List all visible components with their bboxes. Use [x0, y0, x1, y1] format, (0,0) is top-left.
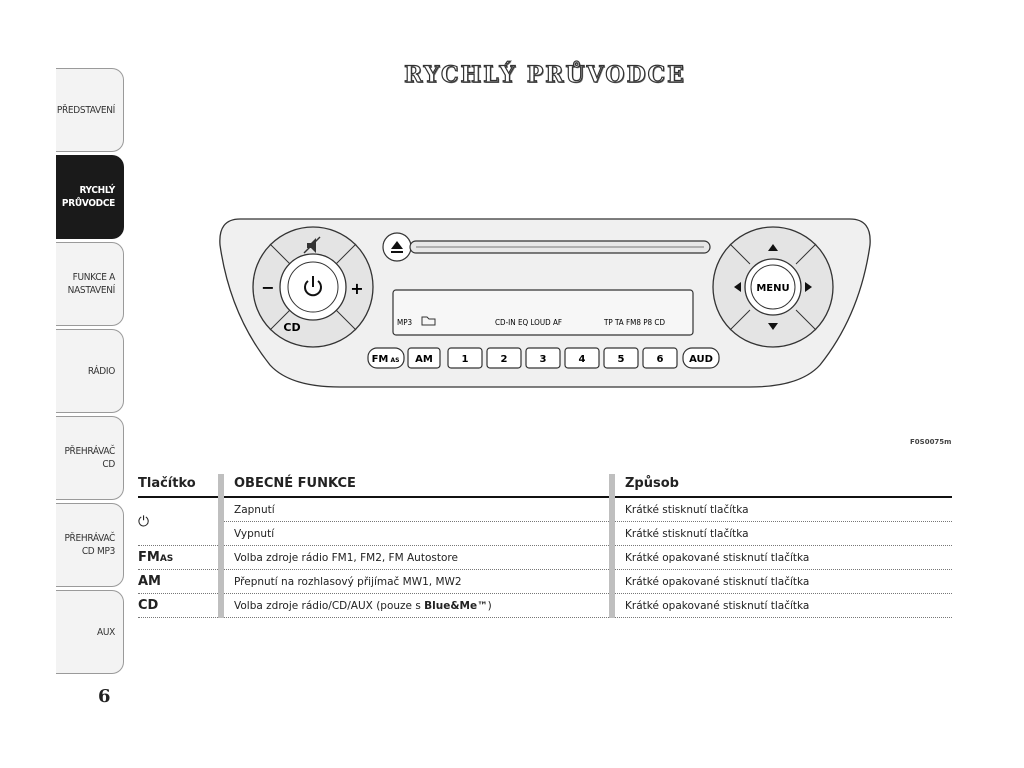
button-preset-3: 3 [540, 354, 547, 365]
tab-funkce-a-nastaveni[interactable]: FUNKCE A NASTAVENÍ [56, 242, 124, 326]
table-row: FMAS Volba zdroje rádio FM1, FM2, FM Aut… [138, 545, 952, 570]
function-cell: Přepnutí na rozhlasový přijímač MW1, MW2 [218, 569, 612, 594]
left-control-cluster: − + CD [252, 226, 374, 348]
arrow-down-icon [768, 323, 778, 330]
tab-rychly-pruvodce[interactable]: RYCHLÝ PRŮVODCE [56, 155, 124, 239]
function-cell: Volba zdroje rádio/CD/AUX (pouze s Blue&… [218, 593, 612, 618]
page-title: RYCHLÝ PRŮVODCE [403, 61, 686, 88]
button-fm-label: FM [372, 354, 389, 365]
radio-display: MP3 CD-IN EQ LOUD AF TP TA FM8 P8 CD [392, 289, 694, 336]
preset-buttons: FM AS AM 1 2 3 4 5 6 AUD [367, 347, 720, 369]
button-cell: AM [138, 569, 221, 594]
button-am-label: AM [415, 354, 433, 365]
volume-plus-label: + [350, 279, 363, 298]
button-cell: CD [138, 593, 221, 618]
tab-predstaveni[interactable]: PŘEDSTAVENÍ [56, 68, 124, 152]
button-aud-label: AUD [689, 354, 713, 365]
display-indicators-text: TP TA FM8 P8 CD [603, 318, 665, 327]
header-method: Způsob [609, 474, 952, 498]
button-preset-1: 1 [462, 354, 469, 365]
arrow-right-icon [805, 282, 812, 292]
method-cell: Krátké opakované stisknutí tlačítka [609, 569, 952, 594]
power-icon [304, 276, 322, 297]
power-icon: ⏻ [138, 513, 150, 530]
power-symbol-cell: ⏻ [138, 497, 221, 546]
button-preset-5: 5 [618, 354, 625, 365]
button-preset-4: 4 [579, 354, 586, 365]
functions-table: Tlačítko OBECNÉ FUNKCE Způsob ⏻ Zapnutí … [138, 474, 952, 618]
table-row: CD Volba zdroje rádio/CD/AUX (pouze s Bl… [138, 593, 952, 618]
table-header-row: Tlačítko OBECNÉ FUNKCE Způsob [138, 474, 952, 498]
eject-icon [391, 241, 403, 253]
cd-slot [382, 232, 711, 262]
function-cell: Vypnutí [218, 521, 612, 546]
button-preset-2: 2 [501, 354, 508, 365]
method-cell: Krátké stisknutí tlačítka [609, 521, 952, 546]
radio-illustration: − + CD MP3 CD-IN EQ LOUD AF TP TA FM8 P8… [219, 218, 871, 388]
arrow-left-icon [734, 282, 741, 292]
arrow-up-icon [768, 244, 778, 251]
button-cell: FMAS [138, 545, 221, 570]
figure-code: F0S0075m [910, 438, 952, 446]
tab-prehravac-cd[interactable]: PŘEHRÁVAČ CD [56, 416, 124, 500]
table-row: AM Přepnutí na rozhlasový přijímač MW1, … [138, 569, 952, 594]
function-cell: Volba zdroje rádio FM1, FM2, FM Autostor… [218, 545, 612, 570]
button-fm-suffix: AS [391, 357, 400, 364]
mute-icon [303, 236, 321, 254]
header-functions: OBECNÉ FUNKCE [218, 474, 612, 498]
button-preset-6: 6 [657, 354, 664, 365]
display-mp3-text: MP3 [397, 318, 412, 327]
tab-radio[interactable]: RÁDIO [56, 329, 124, 413]
tab-prehravac-cd-mp3[interactable]: PŘEHRÁVAČ CD MP3 [56, 503, 124, 587]
header-button: Tlačítko [138, 474, 221, 498]
display-status-text: CD-IN EQ LOUD AF [495, 318, 562, 327]
right-control-cluster: MENU [712, 226, 834, 348]
folder-icon [421, 316, 436, 326]
table-row: Vypnutí Krátké stisknutí tlačítka [138, 521, 952, 546]
tab-aux[interactable]: AUX [56, 590, 124, 674]
method-cell: Krátké opakované stisknutí tlačítka [609, 593, 952, 618]
volume-minus-label: − [261, 278, 274, 297]
method-cell: Krátké stisknutí tlačítka [609, 497, 952, 522]
menu-label: MENU [756, 283, 789, 294]
page-number: 6 [98, 686, 111, 707]
cd-eject-label: CD [283, 321, 300, 334]
method-cell: Krátké opakované stisknutí tlačítka [609, 545, 952, 570]
table-row: ⏻ Zapnutí Krátké stisknutí tlačítka [138, 497, 952, 546]
function-cell: Zapnutí [218, 497, 612, 522]
